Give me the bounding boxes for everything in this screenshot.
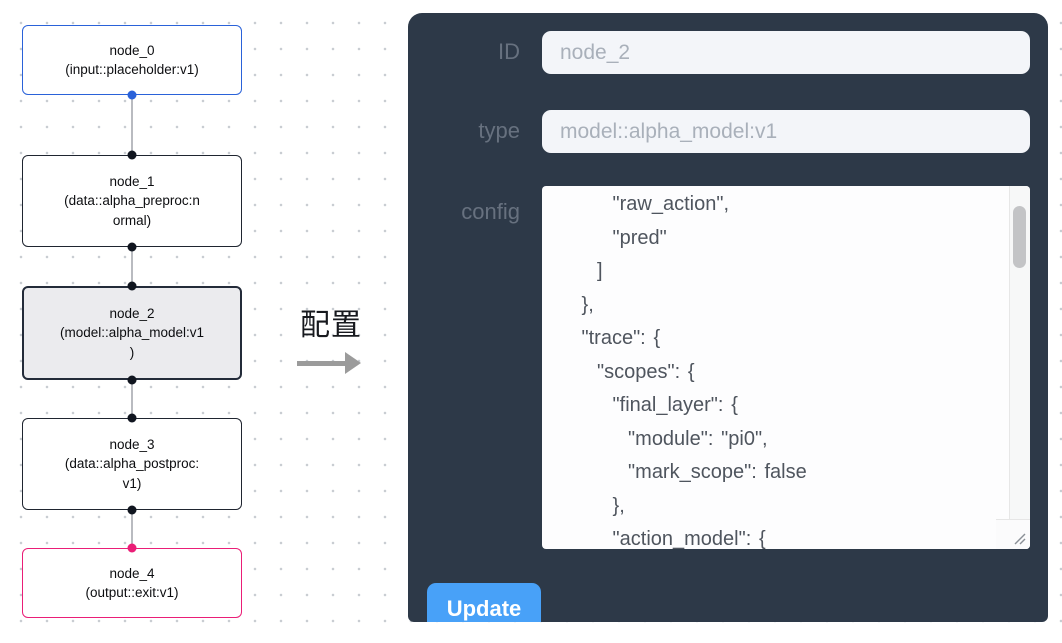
node-subtitle: (data::alpha_preproc:n ormal) <box>64 193 200 228</box>
config-label: config <box>461 199 520 224</box>
edge-node1-node2 <box>131 246 133 287</box>
handle-node2-top[interactable] <box>127 281 137 291</box>
id-input[interactable] <box>542 31 1030 74</box>
type-label: type <box>478 118 520 143</box>
node-0-input[interactable]: node_0 (input::placeholder:v1) <box>22 25 242 95</box>
node-title: node_3 <box>109 437 155 453</box>
node-subtitle: (input::placeholder:v1) <box>65 62 199 77</box>
id-label: ID <box>498 39 520 64</box>
handle-node2-bottom[interactable] <box>127 375 137 385</box>
node-1-preproc[interactable]: node_1 (data::alpha_preproc:n ormal) <box>22 155 242 247</box>
node-4-output[interactable]: node_4 (output::exit:v1) <box>22 548 242 618</box>
node-subtitle: (data::alpha_postproc: v1) <box>64 456 200 491</box>
update-button[interactable]: Update <box>427 583 541 622</box>
handle-node1-bottom[interactable] <box>127 242 137 252</box>
node-title: node_0 <box>109 42 155 58</box>
configure-annotation: 配置 <box>283 300 379 376</box>
edge-node2-node3 <box>131 379 133 419</box>
config-textarea[interactable]: "raw_action", "pred" ] }, "trace": { "sc… <box>542 186 1030 549</box>
resize-handle-icon[interactable] <box>996 519 1030 549</box>
node-title: node_4 <box>109 565 155 581</box>
node-subtitle: (output::exit:v1) <box>85 585 179 600</box>
scrollbar-thumb[interactable] <box>1013 206 1026 268</box>
edge-node3-node4 <box>131 509 133 549</box>
node-2-model-selected[interactable]: node_2 (model::alpha_model:v1 ) <box>22 286 242 380</box>
type-input[interactable] <box>542 110 1030 153</box>
node-config-panel: ID type config "raw_action", "pred" ] },… <box>408 13 1048 622</box>
handle-node3-top[interactable] <box>127 413 137 423</box>
handle-node1-top[interactable] <box>127 150 137 160</box>
config-json-content[interactable]: "raw_action", "pred" ] }, "trace": { "sc… <box>581 193 807 549</box>
configure-label: 配置 <box>300 309 362 342</box>
node-subtitle: (model::alpha_model:v1 ) <box>59 325 205 360</box>
handle-node0-bottom[interactable] <box>127 90 137 100</box>
handle-node4-top[interactable] <box>127 543 137 553</box>
arrow-right-icon <box>283 352 379 376</box>
handle-node3-bottom[interactable] <box>127 505 137 515</box>
node-title: node_2 <box>109 306 155 322</box>
node-title: node_1 <box>109 174 155 190</box>
scrollbar-track[interactable] <box>1009 186 1030 549</box>
node-3-postproc[interactable]: node_3 (data::alpha_postproc: v1) <box>22 418 242 510</box>
edge-node0-node1 <box>131 95 133 156</box>
